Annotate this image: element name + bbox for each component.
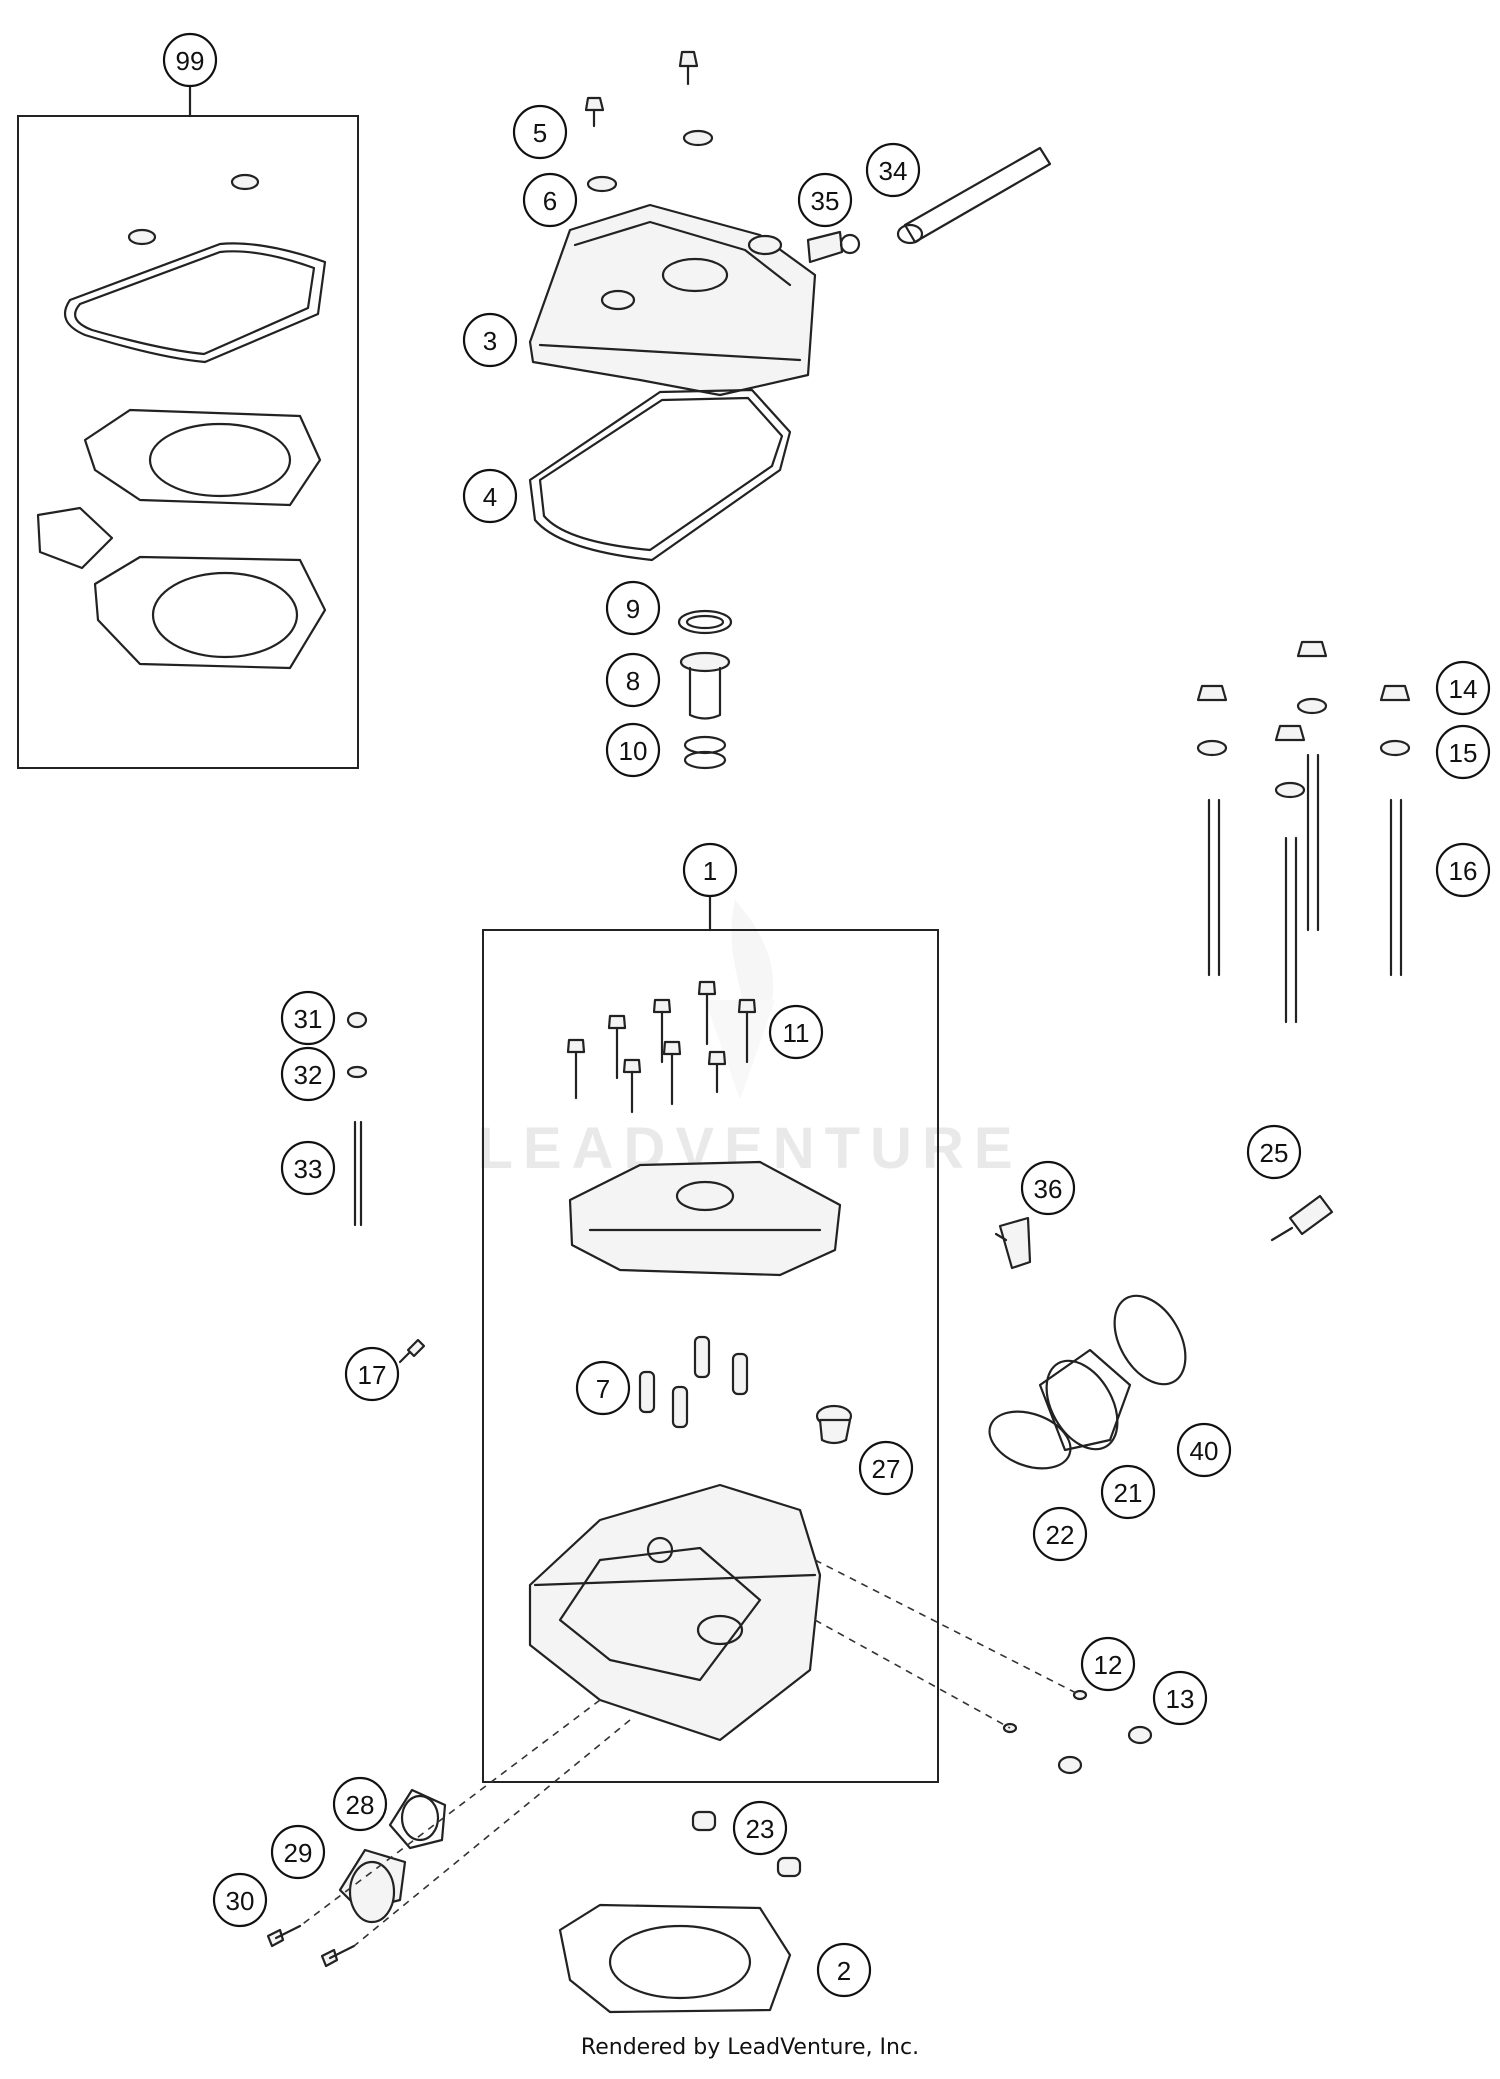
- part-sensor-25: [1270, 1194, 1334, 1242]
- part-oil-filler: [677, 609, 733, 770]
- callout-35: 35: [797, 172, 853, 228]
- callout-13: 13: [1152, 1670, 1208, 1726]
- svg-text:16: 16: [1449, 856, 1478, 886]
- callout-16: 16: [1435, 842, 1491, 898]
- callout-36: 36: [1020, 1160, 1076, 1216]
- part-sensor-36: [994, 1216, 1032, 1270]
- callout-21: 21: [1100, 1464, 1156, 1520]
- part-breather-hose: [839, 146, 1052, 255]
- svg-text:10: 10: [619, 736, 648, 766]
- svg-text:28: 28: [346, 1790, 375, 1820]
- svg-text:35: 35: [811, 186, 840, 216]
- part-plugs: [1002, 1689, 1153, 1775]
- callout-30: 30: [212, 1872, 268, 1928]
- svg-text:27: 27: [872, 1454, 901, 1484]
- watermark-logo: [705, 900, 775, 1100]
- callout-99: 99: [162, 32, 218, 88]
- part-valve-guides: [638, 1335, 749, 1429]
- svg-text:22: 22: [1046, 1520, 1075, 1550]
- part-valve-cover-gasket: [528, 388, 792, 562]
- callout-4: 4: [462, 468, 518, 524]
- svg-text:33: 33: [294, 1154, 323, 1184]
- footer-credit: Rendered by LeadVenture, Inc.: [581, 2035, 919, 2060]
- svg-text:3: 3: [483, 326, 497, 356]
- callout-8: 8: [605, 652, 661, 708]
- svg-text:30: 30: [226, 1886, 255, 1916]
- callout-3: 3: [462, 312, 518, 368]
- svg-text:5: 5: [533, 118, 547, 148]
- svg-text:21: 21: [1114, 1478, 1143, 1508]
- part-screw-17: [398, 1338, 426, 1364]
- svg-text:31: 31: [294, 1004, 323, 1034]
- callout-11: 11: [768, 1004, 824, 1060]
- part-camshaft-carrier: [568, 1160, 842, 1277]
- callout-1: 1: [682, 842, 738, 898]
- svg-text:14: 14: [1449, 674, 1478, 704]
- svg-text:17: 17: [358, 1360, 387, 1390]
- callout-9: 9: [605, 580, 661, 636]
- svg-text:8: 8: [626, 666, 640, 696]
- gasket-kit-frame: [17, 115, 359, 769]
- svg-text:25: 25: [1260, 1138, 1289, 1168]
- callout-28: 28: [332, 1776, 388, 1832]
- part-gasket-kit: [36, 173, 327, 670]
- callout-31: 31: [280, 990, 336, 1046]
- svg-text:40: 40: [1190, 1436, 1219, 1466]
- callout-22: 22: [1032, 1506, 1088, 1562]
- callout-25: 25: [1246, 1124, 1302, 1180]
- part-studs: [1196, 640, 1411, 1024]
- part-stud-33: [346, 1011, 368, 1227]
- svg-text:36: 36: [1034, 1174, 1063, 1204]
- callout-10: 10: [605, 722, 661, 778]
- callout-23: 23: [732, 1800, 788, 1856]
- part-exhaust-flange: [266, 1788, 447, 1968]
- svg-text:15: 15: [1449, 738, 1478, 768]
- svg-text:13: 13: [1166, 1684, 1195, 1714]
- svg-text:4: 4: [483, 482, 497, 512]
- svg-text:23: 23: [746, 1814, 775, 1844]
- callout-5: 5: [512, 104, 568, 160]
- callout-15: 15: [1435, 724, 1491, 780]
- svg-text:34: 34: [879, 156, 908, 186]
- callout-40: 40: [1176, 1422, 1232, 1478]
- svg-text:7: 7: [596, 1374, 610, 1404]
- part-head-gasket: [558, 1903, 792, 2014]
- callout-33: 33: [280, 1140, 336, 1196]
- svg-text:9: 9: [626, 594, 640, 624]
- svg-text:6: 6: [543, 186, 557, 216]
- callout-2: 2: [816, 1942, 872, 1998]
- part-cylinder-head: [528, 1483, 822, 1742]
- callout-7: 7: [575, 1360, 631, 1416]
- part-insert-27: [815, 1404, 853, 1445]
- svg-text:29: 29: [284, 1838, 313, 1868]
- callout-34: 34: [865, 142, 921, 198]
- callout-27: 27: [858, 1440, 914, 1496]
- callout-12: 12: [1080, 1636, 1136, 1692]
- callout-14: 14: [1435, 660, 1491, 716]
- part-dowels: [691, 1810, 802, 1878]
- callout-32: 32: [280, 1046, 336, 1102]
- part-bolts: [566, 980, 757, 1114]
- part-intake-boot: [988, 1294, 1187, 1470]
- part-screw-5: [584, 50, 714, 193]
- svg-text:11: 11: [783, 1018, 810, 1048]
- svg-text:99: 99: [176, 46, 205, 76]
- callout-6: 6: [522, 172, 578, 228]
- svg-text:32: 32: [294, 1060, 323, 1090]
- svg-text:1: 1: [703, 856, 717, 886]
- svg-text:12: 12: [1094, 1650, 1123, 1680]
- callout-17: 17: [344, 1346, 400, 1402]
- part-valve-cover: [528, 203, 844, 397]
- svg-text:2: 2: [837, 1956, 851, 1986]
- callout-29: 29: [270, 1824, 326, 1880]
